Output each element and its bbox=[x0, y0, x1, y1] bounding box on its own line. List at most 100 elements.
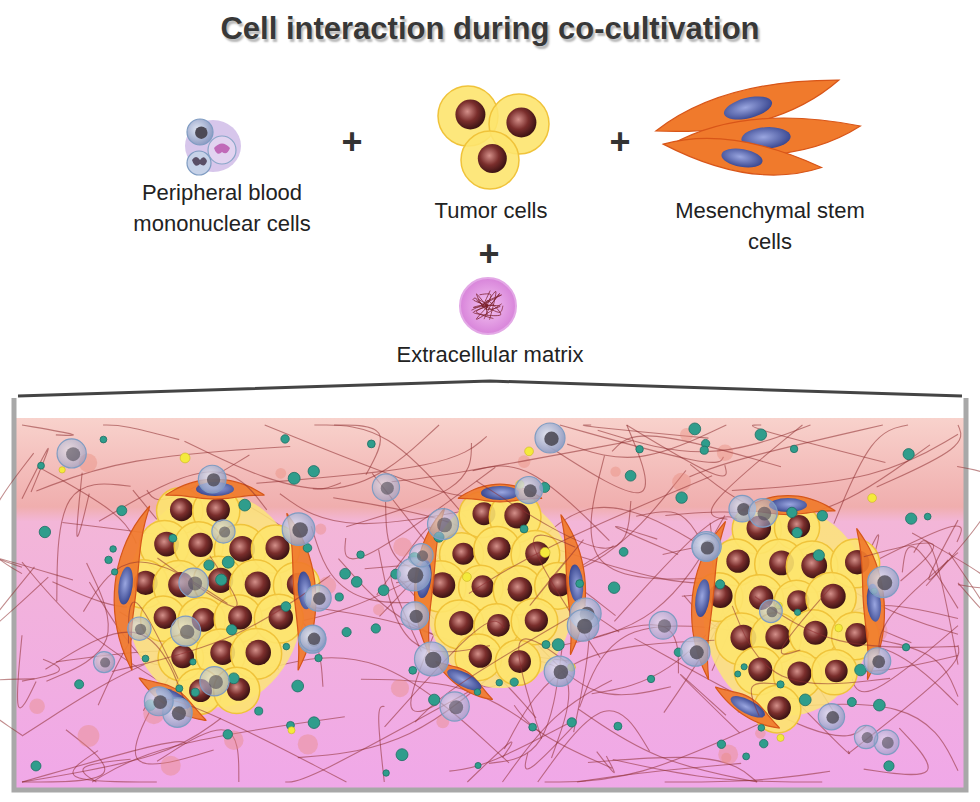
msc-nucleus bbox=[693, 578, 712, 618]
cytokine-dot bbox=[884, 761, 894, 771]
pbmc-nucleus bbox=[767, 606, 778, 617]
neutrophil bbox=[187, 151, 211, 175]
pbmc-cell bbox=[515, 476, 542, 503]
tumor-nucleus bbox=[188, 533, 212, 557]
pbmc-cell bbox=[200, 667, 229, 696]
cytokine-dot bbox=[743, 753, 750, 760]
pbmc-cell bbox=[864, 648, 891, 675]
cytokine-dot bbox=[614, 722, 622, 730]
cytokine-dot bbox=[475, 762, 481, 768]
pbmc-cell bbox=[300, 625, 326, 651]
monocyte bbox=[208, 136, 236, 164]
pbmc-cell bbox=[874, 730, 899, 755]
ecm-fiber bbox=[755, 597, 958, 648]
cytokine-dot bbox=[351, 577, 362, 588]
cytokine-dot bbox=[924, 513, 931, 520]
pbmc-cell bbox=[372, 474, 399, 501]
cytokine-dot bbox=[335, 593, 343, 601]
pbmc-nucleus bbox=[524, 484, 537, 497]
tumor-nucleus bbox=[726, 549, 749, 572]
ecm-fiber bbox=[477, 293, 500, 319]
cytokine-dot bbox=[117, 506, 127, 516]
ecm-fiber bbox=[22, 562, 160, 682]
cytokine-dot bbox=[700, 446, 708, 454]
ecm-fiber bbox=[99, 472, 267, 521]
pbmc-nucleus bbox=[544, 432, 558, 446]
cytokine-dot bbox=[777, 681, 784, 688]
tumor-nucleus bbox=[452, 543, 474, 565]
cytokine-dot bbox=[100, 436, 107, 443]
ecm-fiber bbox=[751, 683, 777, 716]
yellow-dot bbox=[462, 573, 471, 582]
fibers-back bbox=[0, 425, 980, 782]
ecm-fiber bbox=[157, 556, 237, 607]
pbmc-nucleus bbox=[308, 633, 320, 645]
cell-label: Tumor cells bbox=[391, 196, 591, 227]
pbmc-nucleus bbox=[153, 695, 167, 709]
cytokine-dot bbox=[735, 671, 741, 677]
lobed-nucleus bbox=[192, 157, 207, 166]
ecm-fiber bbox=[0, 453, 34, 574]
ecm-fiber bbox=[361, 679, 541, 733]
pbmc-nucleus bbox=[862, 732, 873, 743]
pbmc-cell bbox=[567, 610, 599, 642]
ecm-fiber bbox=[530, 540, 584, 606]
cytokine-dot bbox=[759, 739, 767, 747]
ecm-fiber bbox=[636, 512, 698, 536]
pbmc-cell bbox=[305, 585, 331, 611]
cytokine-dot bbox=[758, 724, 765, 731]
pbmc-nucleus bbox=[219, 526, 230, 537]
cell-label: Peripheral blood mononuclear cells bbox=[102, 178, 342, 240]
pbmc-nucleus bbox=[658, 619, 671, 632]
monocyte-nucleus bbox=[214, 144, 230, 154]
secreted-vesicle bbox=[29, 698, 45, 714]
pbmc-cell bbox=[414, 642, 448, 676]
ecm-fiber bbox=[22, 741, 186, 782]
cytokine-dot bbox=[283, 643, 290, 650]
ecm-fiber bbox=[256, 436, 486, 483]
cytokine-dot bbox=[367, 440, 375, 448]
msc-wrap bbox=[139, 678, 206, 720]
ecm-fiber bbox=[502, 680, 612, 782]
pbmc-nucleus bbox=[437, 517, 452, 532]
ecm-fiber bbox=[745, 649, 849, 754]
pbmc-nucleus bbox=[172, 706, 186, 720]
culture-medium bbox=[16, 418, 964, 788]
pbmc-nucleus bbox=[554, 665, 569, 680]
ecm-fiber bbox=[379, 550, 490, 652]
pbmc-nucleus bbox=[758, 507, 772, 521]
ecm-fiber bbox=[385, 621, 504, 727]
pbmc-cell bbox=[299, 626, 326, 653]
tumor-nucleus bbox=[472, 575, 494, 597]
pbmc-cell bbox=[544, 656, 574, 686]
pbmc-cell bbox=[440, 692, 469, 721]
cytokine-dot bbox=[75, 680, 84, 689]
pbmc-nucleus bbox=[826, 711, 839, 724]
pbmc-nucleus bbox=[292, 522, 308, 538]
spheroid-body bbox=[127, 492, 304, 707]
diagram-title: Cell interaction during co-cultivation bbox=[0, 10, 980, 47]
cytokine-dot bbox=[39, 526, 50, 537]
cytokine-dot bbox=[813, 550, 824, 561]
ecm-fiber bbox=[0, 567, 48, 632]
yellow-dot bbox=[180, 453, 190, 463]
ecm-fiber bbox=[377, 527, 431, 595]
cytokine-dot bbox=[717, 740, 725, 748]
cytokine-dot bbox=[38, 462, 45, 469]
spheroid bbox=[415, 484, 586, 699]
culture-dish bbox=[0, 398, 980, 790]
pbmc-nucleus bbox=[872, 655, 885, 668]
ecm-fiber bbox=[567, 425, 726, 457]
pbmc-cell bbox=[94, 652, 115, 673]
pbmc-cell bbox=[212, 520, 235, 543]
cytokine-dot bbox=[552, 639, 564, 651]
msc-nucleus bbox=[444, 665, 484, 695]
cytokine-dot bbox=[378, 585, 389, 596]
secreted-vesicle bbox=[610, 466, 620, 476]
tumor-nucleus bbox=[245, 572, 271, 598]
pbmc-cell bbox=[818, 704, 844, 730]
msc-wrap bbox=[715, 687, 779, 728]
ecm-fiber bbox=[17, 635, 36, 708]
cytokine-dot bbox=[529, 723, 537, 731]
ecm-fiber bbox=[22, 718, 221, 782]
